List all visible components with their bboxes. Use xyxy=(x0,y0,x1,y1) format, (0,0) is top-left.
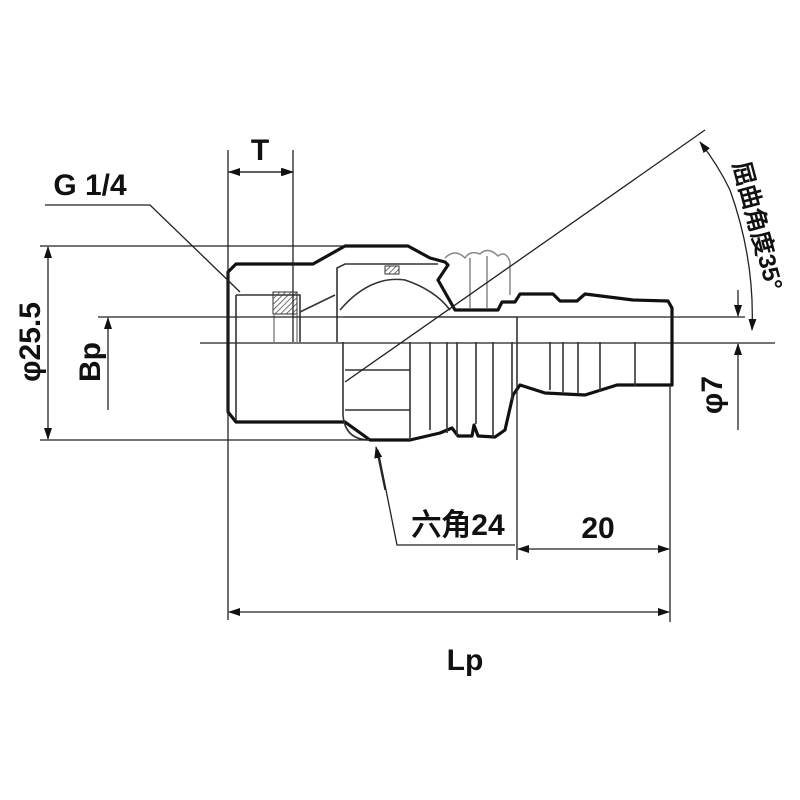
coupler-body xyxy=(226,244,674,442)
label-g14: G 1/4 xyxy=(53,169,127,202)
dim-thread-depth: T xyxy=(227,134,294,620)
dim-outer-diameter: φ25.5 xyxy=(14,245,370,441)
dim-hex: 六角24 xyxy=(374,446,515,546)
label-phi25-5: φ25.5 xyxy=(14,302,47,382)
label-t: T xyxy=(251,134,269,167)
dim-overall-length: Lp xyxy=(228,608,670,677)
dim-plug-diameter: φ7 xyxy=(517,290,745,430)
label-bp: Bp xyxy=(74,342,107,382)
label-hex24: 六角24 xyxy=(411,509,505,542)
dim-thread: G 1/4 xyxy=(45,169,241,293)
label-phi7: φ7 xyxy=(696,376,729,414)
label-bend-angle: 屈曲角度35° xyxy=(727,158,788,293)
label-20: 20 xyxy=(581,512,614,545)
label-lp: Lp xyxy=(447,644,484,677)
dim-plug-length: 20 xyxy=(516,385,671,622)
dim-port-size: Bp xyxy=(74,316,343,410)
dim-bend-angle: 屈曲角度35° xyxy=(344,129,788,383)
